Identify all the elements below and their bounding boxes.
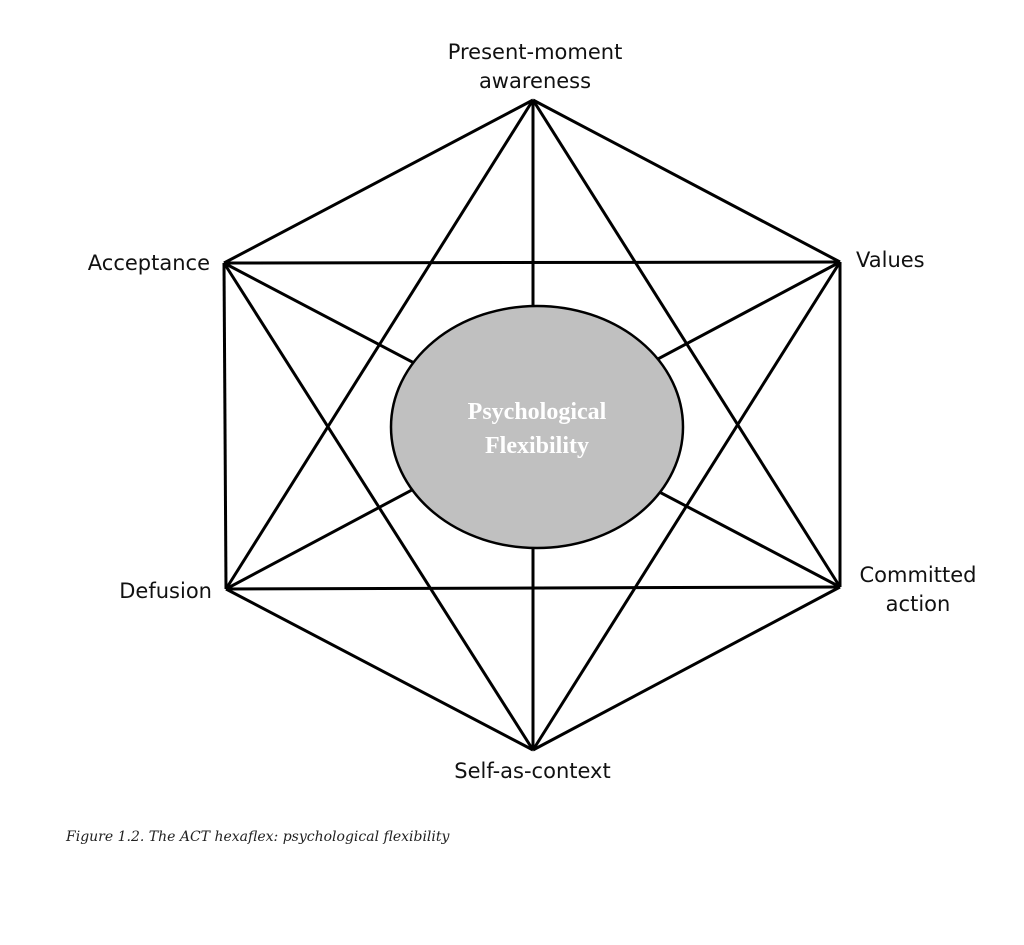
- edge-committed-defusion: [225, 585, 841, 591]
- label-line: Present-moment: [447, 40, 623, 64]
- edge-committed-self: [532, 585, 841, 752]
- edge-present-acceptance: [223, 98, 534, 265]
- label-line: Values: [856, 248, 925, 272]
- center-label-line1: Psychological: [467, 399, 607, 425]
- label-line: Defusion: [119, 579, 212, 603]
- edge-self-defusion: [225, 587, 534, 752]
- center-ellipse: [389, 304, 685, 550]
- edge-present-values: [532, 98, 841, 264]
- label-line: awareness: [478, 69, 592, 93]
- label-line: Acceptance: [87, 251, 210, 275]
- label-line: Self-as-context: [454, 759, 611, 783]
- edge-values-acceptance: [223, 260, 841, 265]
- node-label-self-as-context: Self-as-context: [440, 757, 625, 786]
- node-label-present-moment: Present-moment awareness: [440, 38, 630, 96]
- figure-caption: Figure 1.2. The ACT hexaflex: psychologi…: [66, 829, 450, 845]
- label-line: action: [885, 592, 951, 616]
- label-line: Committed: [859, 563, 977, 587]
- center-label: Psychological Flexibility: [391, 395, 683, 463]
- node-label-committed-action: Committed action: [856, 561, 980, 619]
- node-label-values: Values: [856, 246, 925, 275]
- edge-self-acceptance: [222, 262, 535, 751]
- center-label-line2: Flexibility: [485, 433, 589, 459]
- edge-defusion-acceptance: [222, 262, 228, 590]
- node-label-acceptance: Acceptance: [64, 249, 210, 278]
- node-label-defusion: Defusion: [100, 577, 212, 606]
